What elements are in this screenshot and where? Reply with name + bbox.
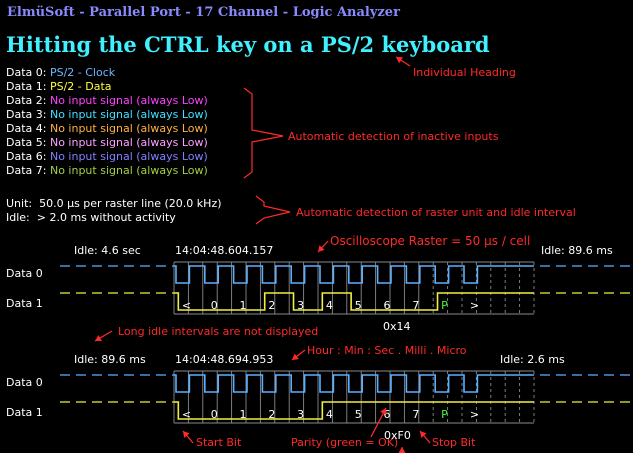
block2-idle-left: Idle: 89.6 ms bbox=[74, 353, 146, 366]
block2-bit-label-7: 6 bbox=[384, 408, 391, 421]
channel-label: Data 2: bbox=[6, 94, 47, 107]
raster-brace bbox=[255, 195, 291, 225]
channel-value: PS/2 - Data bbox=[49, 80, 112, 93]
block1-bit-label-5: 4 bbox=[326, 299, 333, 312]
inactive-brace bbox=[243, 87, 284, 179]
block2-bit-label-8: 7 bbox=[412, 408, 419, 421]
app-title: ElmüSoft - Parallel Port - 17 Channel - … bbox=[7, 5, 400, 20]
block2-bit-label-5: 4 bbox=[326, 408, 333, 421]
start-bit-arrow-head bbox=[183, 431, 190, 438]
block1-bit-label-10: > bbox=[470, 299, 479, 312]
block1-clock-trace bbox=[174, 265, 534, 284]
block2-bit-label-9: P bbox=[441, 408, 448, 421]
block2-clock-trace bbox=[174, 374, 534, 393]
block2-bit-label-4: 3 bbox=[297, 408, 304, 421]
heading-arrow-head bbox=[396, 57, 403, 64]
channel-label: Data 6: bbox=[6, 150, 47, 163]
channel-value: No input signal (always Low) bbox=[49, 94, 208, 107]
annotation-inactive-inputs: Automatic detection of inactive inputs bbox=[288, 130, 499, 143]
annotation-time-format: Hour : Min : Sec . Milli . Micro bbox=[307, 344, 467, 357]
channel-label: Data 7: bbox=[6, 164, 47, 177]
time-format-arrow-head bbox=[292, 353, 299, 360]
channel-4: Data 4: No input signal (always Low) bbox=[6, 122, 208, 136]
parity-arrow-head bbox=[380, 408, 387, 415]
block2-bit-label-6: 5 bbox=[355, 408, 362, 421]
block2-row0-label: Data 0 bbox=[6, 376, 43, 389]
block1-bit-label-2: 1 bbox=[240, 299, 247, 312]
annotation-start-bit: Start Bit bbox=[196, 436, 242, 449]
block1-bit-label-6: 5 bbox=[355, 299, 362, 312]
channel-value: No input signal (always Low) bbox=[49, 164, 208, 177]
stop-bit-arrow-head bbox=[420, 431, 427, 438]
channel-7: Data 7: No input signal (always Low) bbox=[6, 164, 208, 178]
block1-hex-value: 0x14 bbox=[383, 320, 411, 333]
channel-value: No input signal (always Low) bbox=[49, 108, 208, 121]
channel-value: No input signal (always Low) bbox=[49, 122, 208, 135]
block1-bit-label-4: 3 bbox=[297, 299, 304, 312]
channel-label: Data 1: bbox=[6, 80, 47, 93]
block1-bit-label-0: < bbox=[182, 299, 191, 312]
block1-bit-label-7: 6 bbox=[384, 299, 391, 312]
annotation-heading: Individual Heading bbox=[413, 66, 516, 79]
hex-arrow-head bbox=[398, 447, 406, 453]
block2-timestamp: 14:04:48.694.953 bbox=[175, 353, 274, 366]
block1-data-trace bbox=[174, 292, 534, 311]
block1-bit-label-8: 7 bbox=[412, 299, 419, 312]
block2-bit-label-2: 1 bbox=[240, 408, 247, 421]
block2-idle-right: Idle: 2.6 ms bbox=[500, 353, 565, 366]
channel-6: Data 6: No input signal (always Low) bbox=[6, 150, 208, 164]
long-idle-arrow-head bbox=[95, 334, 102, 341]
block1-idle-left: Idle: 4.6 sec bbox=[74, 244, 141, 257]
block2-bit-label-10: > bbox=[470, 408, 479, 421]
channel-0: Data 0: PS/2 - Clock bbox=[6, 66, 115, 80]
unit-info: Unit: 50.0 µs per raster line (20.0 kHz) bbox=[6, 197, 222, 210]
channel-label: Data 4: bbox=[6, 122, 47, 135]
channel-label: Data 5: bbox=[6, 136, 47, 149]
channel-label: Data 0: bbox=[6, 66, 47, 79]
channel-value: PS/2 - Clock bbox=[49, 66, 116, 79]
block1-bit-label-1: 0 bbox=[211, 299, 218, 312]
channel-2: Data 2: No input signal (always Low) bbox=[6, 94, 208, 108]
block2-bit-label-3: 2 bbox=[268, 408, 275, 421]
annotation-parity: Parity (green = OK) bbox=[291, 436, 399, 449]
channel-3: Data 3: No input signal (always Low) bbox=[6, 108, 208, 122]
channel-value: No input signal (always Low) bbox=[49, 150, 208, 163]
annotation-stop-bit: Stop Bit bbox=[432, 436, 476, 449]
annotation-raster-unit: Automatic detection of raster unit and i… bbox=[296, 206, 576, 219]
block1-bit-label-3: 2 bbox=[268, 299, 275, 312]
channel-label: Data 3: bbox=[6, 108, 47, 121]
block1-timestamp: 14:04:48.604.157 bbox=[175, 244, 274, 257]
annotation-oscilloscope-raster: Oscilloscope Raster = 50 µs / cell bbox=[330, 234, 531, 248]
idle-info: Idle: > 2.0 ms without activity bbox=[6, 211, 176, 224]
block2-data-trace bbox=[174, 401, 534, 420]
block1-idle-right: Idle: 89.6 ms bbox=[541, 244, 613, 257]
channel-5: Data 5: No input signal (always Low) bbox=[6, 136, 208, 150]
block1-row0-label: Data 0 bbox=[6, 267, 43, 280]
channel-value: No input signal (always Low) bbox=[49, 136, 208, 149]
block1-bit-label-9: P bbox=[441, 299, 448, 312]
channel-1: Data 1: PS/2 - Data bbox=[6, 80, 112, 94]
oscilloscope-arrow-head bbox=[318, 245, 325, 252]
block2-bit-label-0: < bbox=[182, 408, 191, 421]
block2-hex-value: 0xF0 bbox=[384, 429, 411, 442]
block2-row1-label: Data 1 bbox=[6, 406, 43, 419]
page-heading: Hitting the CTRL key on a PS/2 keyboard bbox=[6, 32, 490, 57]
annotation-long-idle: Long idle intervals are not displayed bbox=[118, 325, 319, 338]
block2-bit-label-1: 0 bbox=[211, 408, 218, 421]
block1-row1-label: Data 1 bbox=[6, 297, 43, 310]
